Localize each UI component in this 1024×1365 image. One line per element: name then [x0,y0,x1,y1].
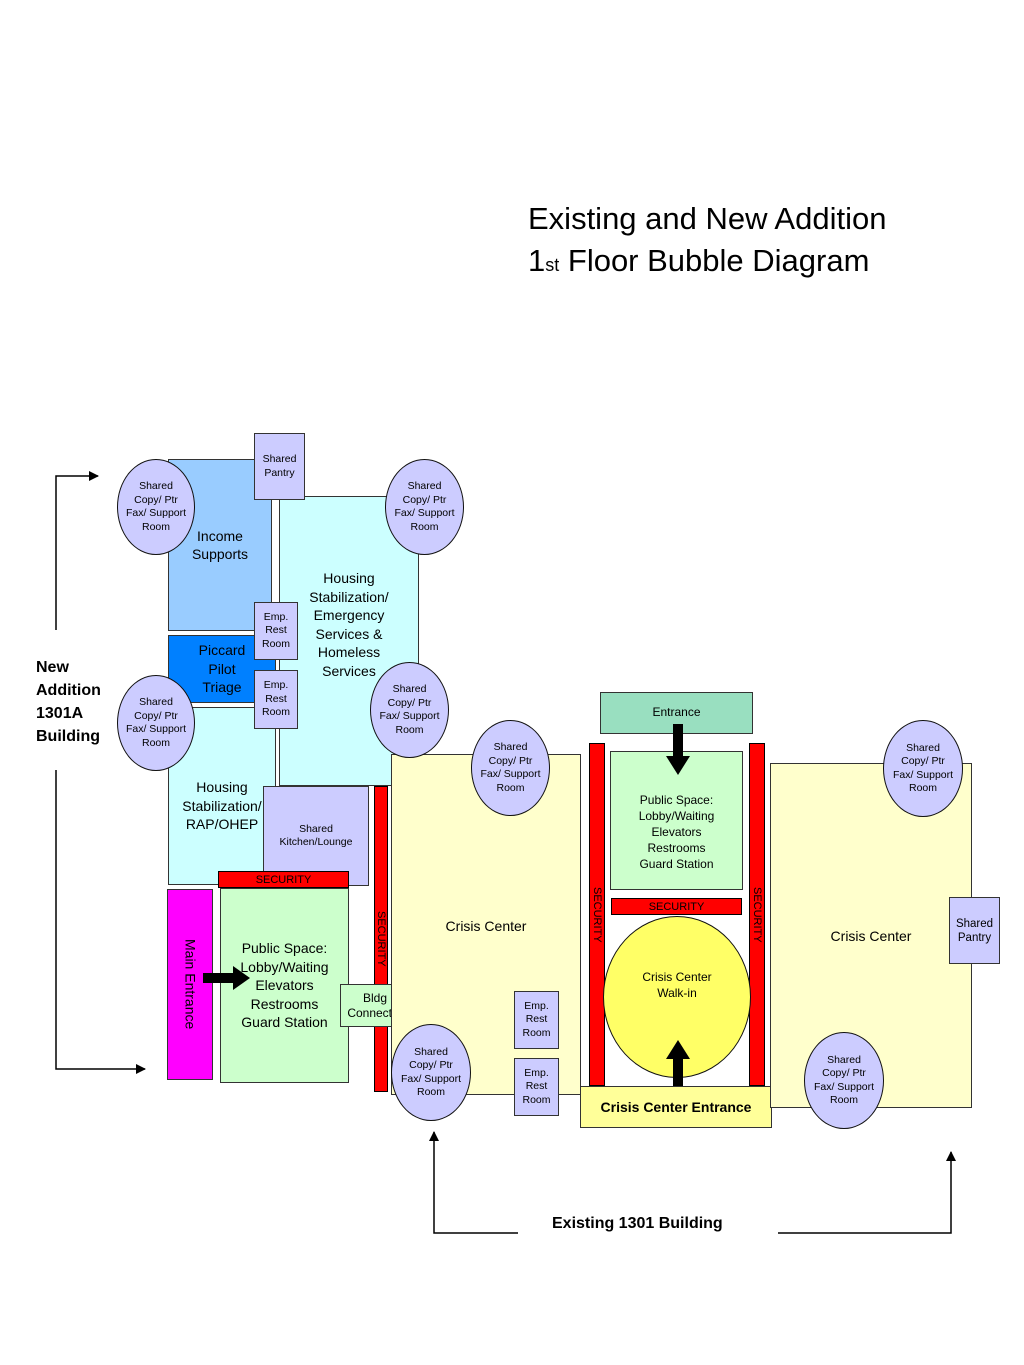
entrance-down-arrow-shape [666,724,690,775]
shared-copy-room-1: Shared Copy/ Ptr Fax/ Support Room [117,459,195,555]
main-entrance-label: Main Entrance [182,939,199,1030]
income-supports-label: Income Supports [191,527,249,563]
title-floor-number: 1 [528,243,546,278]
security-center-right-label: SECURITY [751,886,763,943]
security-bar-center-right: SECURITY [749,743,765,1086]
shared-copy-room-6-label: Shared Copy/ Ptr Fax/ Support Room [400,1045,462,1099]
emp-rest-room-upper-label: Emp. Rest Room [261,610,290,650]
shared-pantry-right: Shared Pantry [949,897,1000,964]
shared-copy-room-7: Shared Copy/ Ptr Fax/ Support Room [883,720,963,817]
public-space-center-label: Public Space: Lobby/Waiting Elevators Re… [638,792,715,871]
page-title: Existing and New Addition 1st Floor Bubb… [528,198,886,282]
existing-right-arrow [778,1151,956,1234]
existing-building-label: Existing 1301 Building [552,1215,723,1232]
shared-copy-room-4: Shared Copy/ Ptr Fax/ Support Room [370,662,449,758]
security-bar-left-horizontal: SECURITY [218,871,349,888]
title-line-1: Existing and New Addition [528,201,887,236]
shared-copy-room-5-label: Shared Copy/ Ptr Fax/ Support Room [480,741,541,794]
title-ordinal-suffix: st [545,255,560,275]
crisis-center-right-label: Crisis Center [830,928,912,944]
title-line-2: 1st Floor Bubble Diagram [528,240,886,282]
crisis-center-entrance-label: Crisis Center Entrance [600,1099,752,1115]
shared-copy-room-5: Shared Copy/ Ptr Fax/ Support Room [471,720,550,816]
title-floor-text: Floor Bubble Diagram [559,243,870,278]
security-left-horizontal-label: SECURITY [255,873,312,886]
shared-copy-room-6: Shared Copy/ Ptr Fax/ Support Room [391,1024,471,1121]
crisis-center-entrance: Crisis Center Entrance [580,1086,772,1128]
crisis-center-walkin-label: Crisis Center Walk-in [642,970,712,1000]
piccard-pilot-triage-label: Piccard Pilot Triage [198,642,246,696]
housing-stabilization-emergency-label: Housing Stabilization/ Emergency Service… [309,570,389,679]
shared-pantry-top-label: Shared Pantry [262,453,297,479]
arrow-icon [666,724,690,775]
emp-rest-room-lower-label: Emp. Rest Room [261,679,290,719]
shared-copy-room-8: Shared Copy/ Ptr Fax/ Support Room [804,1032,884,1129]
main-entrance-arrow-shape [203,966,250,990]
security-bar-left-vertical: SECURITY [374,786,388,1092]
emp-rest-room-existing-upper-label: Emp. Rest Room [522,999,551,1039]
crisis-center-left-label: Crisis Center [445,918,527,934]
shared-copy-room-2: Shared Copy/ Ptr Fax/ Support Room [385,459,464,555]
emp-rest-room-lower: Emp. Rest Room [254,670,298,729]
emp-rest-room-existing-lower: Emp. Rest Room [514,1058,559,1116]
security-center-horizontal-label: SECURITY [648,900,705,913]
shared-kitchen-lounge-label: Shared Kitchen/Lounge [279,822,353,849]
security-left-vertical-label: SECURITY [375,911,387,967]
shared-pantry-right-label: Shared Pantry [955,917,994,944]
entrance-label: Entrance [652,705,701,720]
public-space-center: Public Space: Lobby/Waiting Elevators Re… [610,751,743,890]
existing-left-arrow [429,1131,518,1234]
arrow-icon [203,966,250,990]
security-bar-center-horizontal: SECURITY [611,898,742,915]
shared-copy-room-1-label: Shared Copy/ Ptr Fax/ Support Room [125,480,187,533]
shared-kitchen-lounge: Shared Kitchen/Lounge [263,786,369,886]
shared-copy-room-8-label: Shared Copy/ Ptr Fax/ Support Room [813,1053,875,1107]
main-entrance: Main Entrance [167,889,213,1080]
shared-copy-room-4-label: Shared Copy/ Ptr Fax/ Support Room [379,683,440,736]
security-bar-center-left: SECURITY [589,743,605,1086]
emp-rest-room-upper: Emp. Rest Room [254,602,298,660]
security-center-left-label: SECURITY [591,886,603,943]
emp-rest-room-existing-lower-label: Emp. Rest Room [522,1066,551,1106]
public-space-left: Public Space: Lobby/Waiting Elevators Re… [220,888,349,1083]
new-addition-top-arrow [55,471,99,630]
shared-copy-room-7-label: Shared Copy/ Ptr Fax/ Support Room [892,741,954,795]
walkin-up-arrow-shape [666,1040,690,1091]
shared-pantry-top: Shared Pantry [254,433,305,500]
emp-rest-room-existing-upper: Emp. Rest Room [514,991,559,1049]
new-addition-bottom-arrow [55,770,146,1074]
shared-copy-room-3: Shared Copy/ Ptr Fax/ Support Room [117,675,195,771]
new-addition-label: New Addition 1301A Building [36,659,101,745]
public-space-left-label: Public Space: Lobby/Waiting Elevators Re… [240,940,329,1031]
bldg-connector-label: Bldg Connector [347,990,403,1020]
housing-stabilization-rap-label: Housing Stabilization/ RAP/OHEP [182,779,262,833]
shared-copy-room-2-label: Shared Copy/ Ptr Fax/ Support Room [394,480,455,533]
shared-copy-room-3-label: Shared Copy/ Ptr Fax/ Support Room [125,696,187,749]
arrow-icon [666,1040,690,1091]
